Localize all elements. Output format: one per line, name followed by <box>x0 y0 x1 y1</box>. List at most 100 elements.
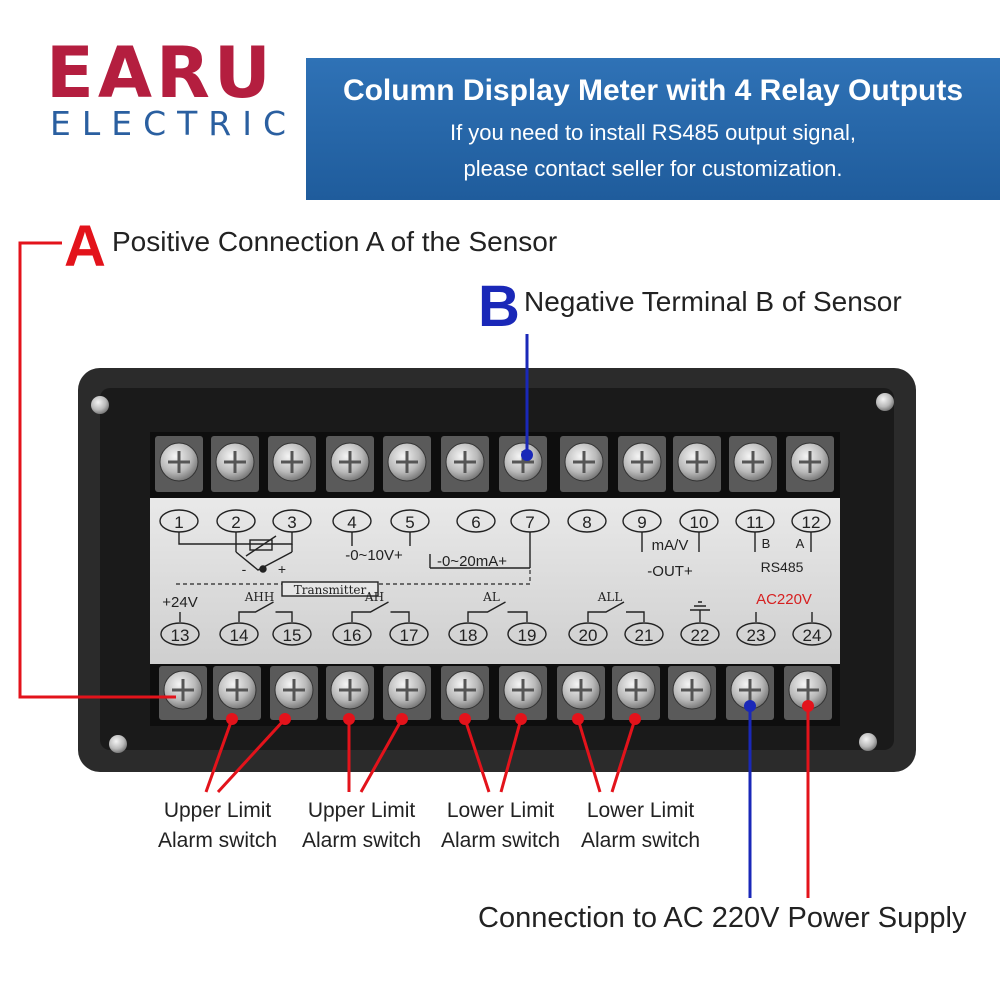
terminal-number-oval <box>736 622 776 646</box>
banner-line-1: If you need to install RS485 output sign… <box>449 120 857 145</box>
terminal-number-10: 10 <box>690 513 709 532</box>
terminal-number-oval <box>389 622 429 646</box>
wire-b-dot <box>521 449 533 461</box>
alarm-wire-4 <box>576 718 637 793</box>
al-relay-contact-icon <box>467 601 528 622</box>
terminal-number-oval <box>332 622 372 646</box>
banner-line-2: please contact seller for customization. <box>463 156 843 181</box>
ground-icon <box>690 601 710 622</box>
ahh-relay-contact-icon <box>238 601 293 622</box>
ah-label: AH <box>364 590 384 604</box>
terminal-number-11: 11 <box>746 513 764 532</box>
callout-b-letter: B <box>478 274 520 339</box>
out-label: -OUT+ <box>647 563 693 580</box>
screw-cross-icon <box>396 451 418 473</box>
terminal-number-15: 15 <box>283 626 302 645</box>
terminal-number-oval <box>680 622 720 646</box>
rtd-wiring <box>178 532 293 552</box>
screw-cross-icon <box>573 451 595 473</box>
ma-v-label: mA/V <box>652 537 689 554</box>
terminal-number-4: 4 <box>347 513 356 532</box>
terminal-number-5: 5 <box>405 513 414 532</box>
rtd-lines <box>235 544 293 571</box>
terminal-number-oval <box>272 622 312 646</box>
top-terminal-block <box>150 432 840 498</box>
junction-dot-icon <box>259 565 267 573</box>
al-label: AL <box>482 590 500 604</box>
terminal-number-16: 16 <box>343 626 362 645</box>
terminal-number-oval <box>456 509 496 533</box>
rtd-plus-label: + <box>278 561 286 577</box>
terminal-number-20: 20 <box>579 626 598 645</box>
ac220v-label: AC220V <box>756 591 812 608</box>
terminal-number-13: 13 <box>171 626 190 645</box>
transmitter-dashed-line <box>176 570 531 585</box>
brand-logo: EARU <box>46 32 275 114</box>
screw-cross-icon <box>797 679 819 701</box>
transmitter-box <box>281 581 379 597</box>
terminal-number-oval <box>219 622 259 646</box>
screw-cross-icon <box>281 451 303 473</box>
terminal-number-24: 24 <box>803 626 822 645</box>
alarm-wire-3 <box>463 718 523 793</box>
ahh-label: AHH <box>244 590 275 604</box>
terminal-number-21: 21 <box>635 626 654 645</box>
voltage-range-label: -0~10V+ <box>345 547 403 564</box>
terminal-number-12: 12 <box>802 513 821 532</box>
alarm-wire-2 <box>347 718 404 793</box>
corner-screw-bl-icon <box>109 735 127 753</box>
screw-cross-icon <box>686 451 708 473</box>
rs485-a-label: A <box>796 536 805 551</box>
screw-cross-icon <box>681 679 703 701</box>
terminal-number-oval <box>448 622 488 646</box>
rs485-label: RS485 <box>761 559 804 575</box>
terminal-number-8: 8 <box>582 513 591 532</box>
screw-cross-icon <box>172 679 194 701</box>
screw-cross-icon <box>625 679 647 701</box>
terminal-number-9: 9 <box>637 513 646 532</box>
banner-title: Column Display Meter with 4 Relay Output… <box>342 74 964 107</box>
ac-leads <box>755 612 813 622</box>
terminal-number-oval <box>567 509 607 533</box>
terminal-number-23: 23 <box>747 626 766 645</box>
screw-cross-icon <box>631 451 653 473</box>
input-wiring <box>351 532 531 569</box>
terminal-number-oval <box>507 622 547 646</box>
ah-relay-contact-icon <box>351 601 410 622</box>
output-wiring <box>641 532 700 552</box>
screw-cross-icon <box>226 679 248 701</box>
terminal-number-7: 7 <box>525 513 534 532</box>
rs485-b-label: B <box>762 536 771 551</box>
corner-screw-br-icon <box>859 733 877 751</box>
corner-screw-tr-icon <box>876 393 894 411</box>
terminal-number-oval <box>624 622 664 646</box>
resistor-icon <box>249 539 273 551</box>
screw-cross-icon <box>283 679 305 701</box>
terminal-number-oval <box>792 622 832 646</box>
bottom-terminal-block <box>150 664 840 726</box>
screw-cross-icon <box>570 679 592 701</box>
current-range-label: -0~20mA+ <box>437 553 507 570</box>
rtd-minus-label: - <box>242 561 247 577</box>
callout-b-text: Negative Terminal B of Sensor <box>524 286 902 317</box>
all-label: ALL <box>597 590 623 604</box>
screw-cross-icon <box>799 451 821 473</box>
title-banner: Column Display Meter with 4 Relay Output… <box>306 58 1000 200</box>
brand-sub: ELECTRIC <box>50 104 297 143</box>
alarm-wire-1 <box>204 717 287 794</box>
rs485-wiring <box>754 532 812 552</box>
screw-cross-icon <box>339 679 361 701</box>
screw-cross-icon <box>512 679 534 701</box>
callout-a-letter: A <box>64 214 106 279</box>
terminal-number-2: 2 <box>231 513 240 532</box>
screw-cross-icon <box>168 451 190 473</box>
terminal-number-14: 14 <box>230 626 249 645</box>
label-plate <box>150 498 840 664</box>
screw-cross-icon <box>739 679 761 701</box>
wire-a <box>18 241 176 699</box>
terminal-number-3: 3 <box>287 513 296 532</box>
